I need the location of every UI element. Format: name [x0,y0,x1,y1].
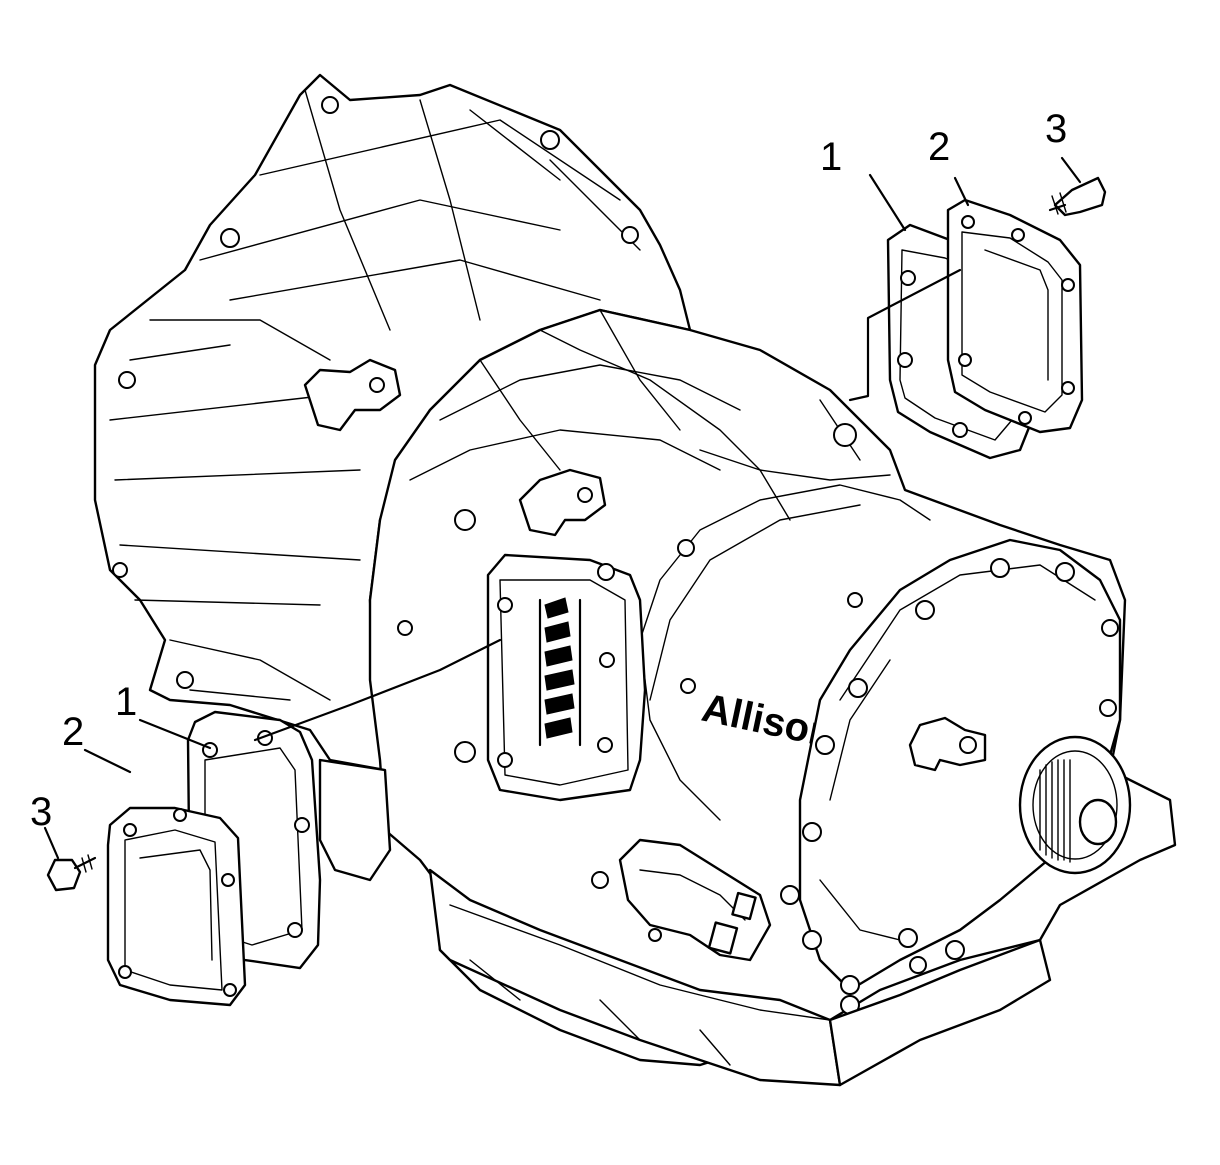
callout-right-bolt: 3 [1045,107,1067,151]
extension-housing [780,538,1132,1015]
pto-gear [538,597,582,747]
right-pto-cover [946,198,1084,434]
callout-right-gasket: 1 [820,135,842,179]
left-pto-cover [106,806,247,1007]
oil-pan [428,868,1052,1087]
case-details [318,423,863,882]
right-pto-bolt [1048,176,1107,217]
callout-left-bolt: 3 [30,790,52,834]
callout-left-gasket: 1 [115,680,137,724]
bell-housing [93,73,692,772]
callout-right-cover: 2 [928,125,950,169]
left-leader-lines [43,638,502,860]
valve-body-connector [591,838,772,962]
callout-left-cover: 2 [62,710,84,754]
left-pto-opening [486,468,647,802]
right-leader-lines [848,156,1082,402]
left-pto-bolt [46,854,97,892]
